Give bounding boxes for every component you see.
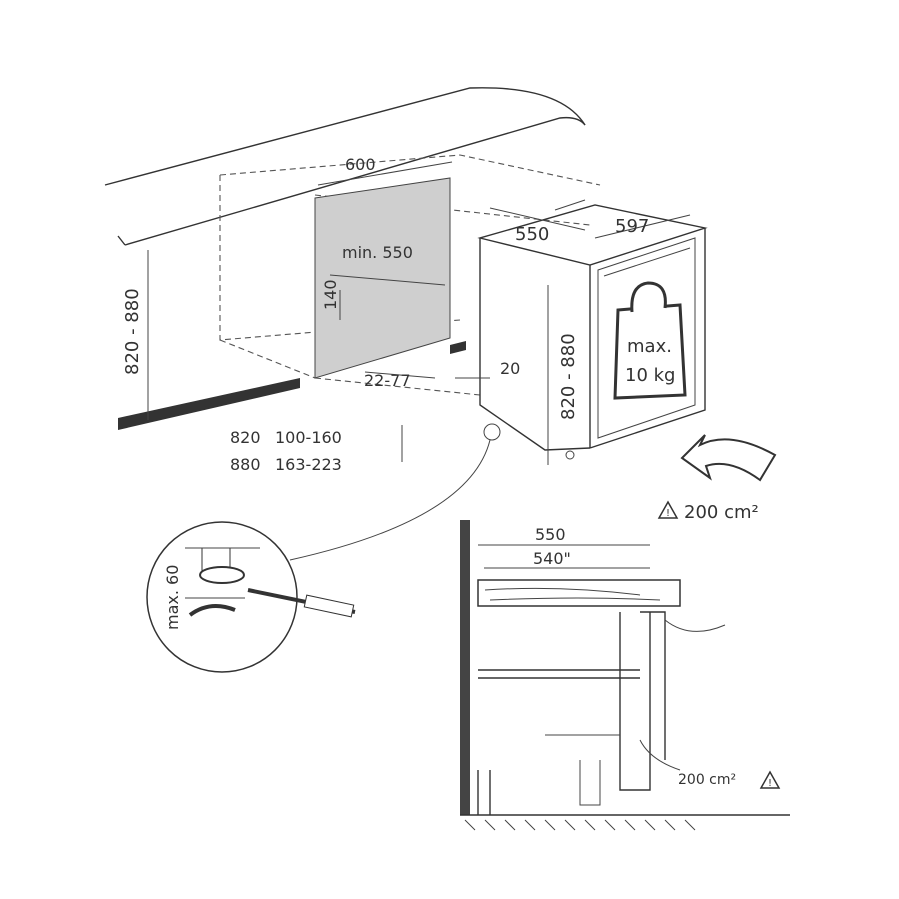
vent-area-top-label: 200 cm² [684,502,759,523]
niche-width-label: 600 [345,155,376,174]
section-depth-label: 550 [535,525,566,544]
back-panel [314,177,451,379]
plinth-table: 820 100-160 880 163-223 [230,428,342,474]
appliance-height-label: 820 - 880 [558,333,579,420]
load-label-line1: max. [627,336,672,357]
plinth-strip-right [450,341,466,354]
warning-icon-bottom: ! [759,770,781,789]
svg-text:!: ! [768,778,772,789]
warning-icon: ! [657,500,679,519]
section-view [460,520,790,831]
svg-text:163-223: 163-223 [275,455,342,474]
dimension-lines [147,161,691,569]
appliance [477,204,708,460]
appliance-width-label: 597 [615,216,649,237]
load-label-line2: 10 kg [625,365,675,386]
niche-height-label: 820 - 880 [122,288,143,375]
plinth-strip-left [118,378,300,430]
svg-text:100-160: 100-160 [275,428,342,447]
vent-area-bottom-label: 200 cm² [678,772,736,788]
svg-text:880: 880 [230,455,261,474]
detail-leader [289,439,491,561]
foot-adjust-label: max. 60 [163,565,182,630]
vent-height-label: 140 [321,279,340,310]
niche-depth-label: min. 550 [342,243,413,262]
gap-label: 20 [500,359,520,378]
foot-detail [146,521,356,673]
countertop [104,87,586,246]
svg-text:820: 820 [230,428,261,447]
svg-text:!: ! [666,508,670,519]
appliance-depth-label: 550 [515,224,549,245]
section-inner-depth-label: 540" [533,549,571,568]
weight-icon [613,281,687,400]
panel-offset-label: 22-77 [364,371,411,390]
airflow-arrow-icon [680,434,777,482]
